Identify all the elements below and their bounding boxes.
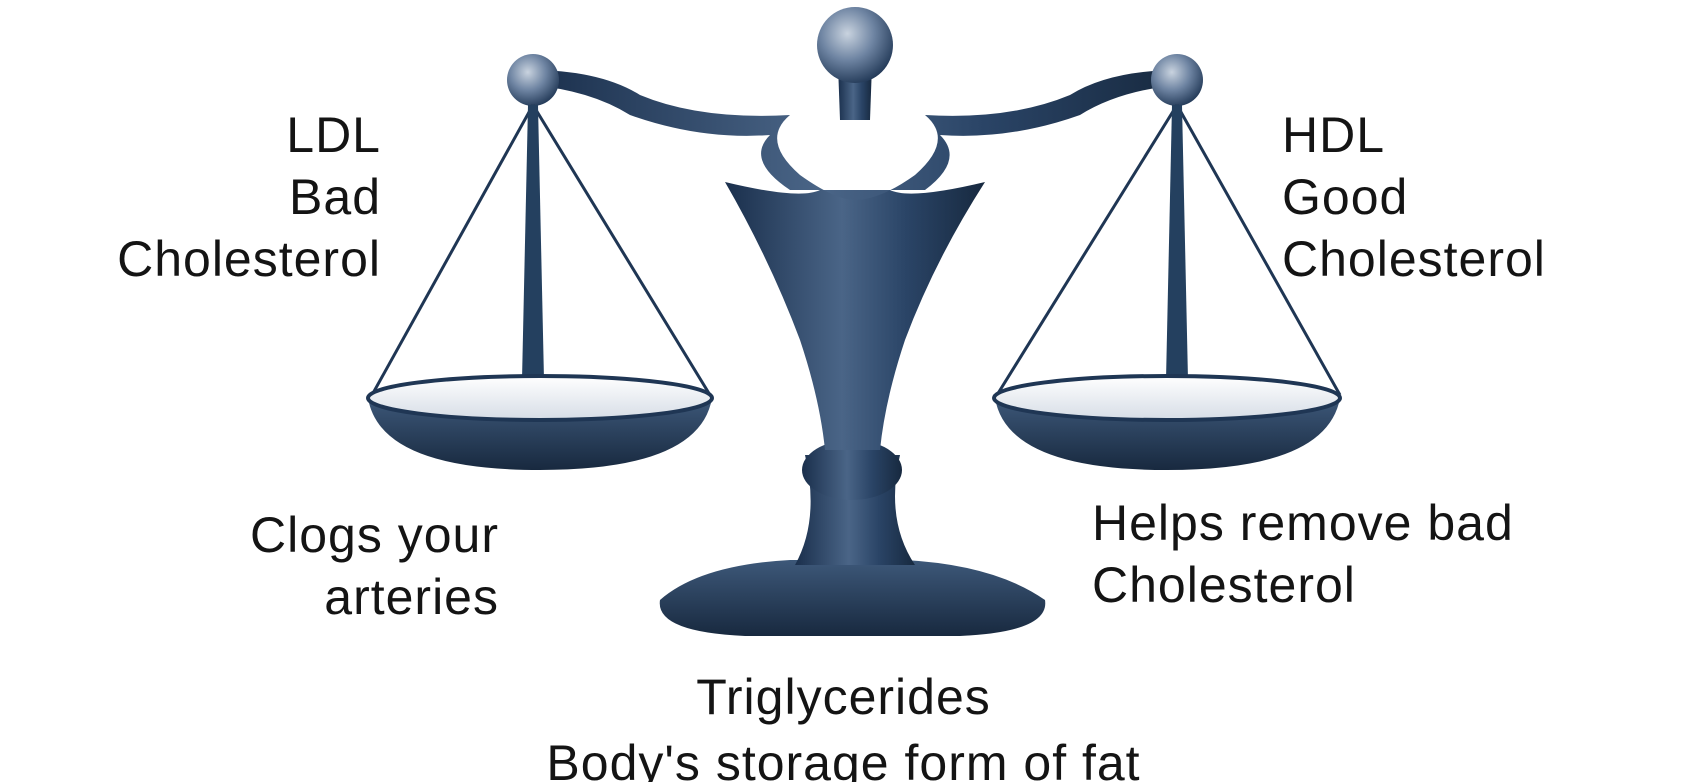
hdl-label: HDL Good Cholesterol (1282, 104, 1546, 290)
ldl-effect-line: Clogs your (250, 504, 499, 566)
scale-top-ball (817, 7, 893, 83)
hdl-label-line: HDL (1282, 104, 1546, 166)
triglycerides-line: Body's storage form of fat (0, 730, 1687, 782)
scale-column-upper (725, 182, 985, 450)
ldl-effect-text: Clogs your arteries (250, 504, 499, 628)
ldl-effect-line: arteries (250, 566, 499, 628)
triglycerides-line: Triglycerides (0, 664, 1687, 730)
left-pan-surface (368, 376, 712, 420)
hdl-label-line: Cholesterol (1282, 228, 1546, 290)
left-arm-ball (507, 54, 559, 106)
right-pan-surface (994, 376, 1340, 420)
scale-base (660, 560, 1046, 636)
ldl-label-line: Bad (117, 166, 381, 228)
right-pan-rod (1166, 105, 1188, 380)
hdl-effect-text: Helps remove bad Cholesterol (1092, 492, 1514, 616)
hdl-effect-line: Cholesterol (1092, 554, 1514, 616)
ldl-label-line: LDL (117, 104, 381, 166)
hdl-label-line: Good (1282, 166, 1546, 228)
triglycerides-label: Triglycerides Body's storage form of fat (0, 664, 1687, 782)
ldl-label-line: Cholesterol (117, 228, 381, 290)
ldl-label: LDL Bad Cholesterol (117, 104, 381, 290)
hdl-effect-line: Helps remove bad (1092, 492, 1514, 554)
left-pan-rod (522, 105, 544, 380)
right-arm-ball (1151, 54, 1203, 106)
